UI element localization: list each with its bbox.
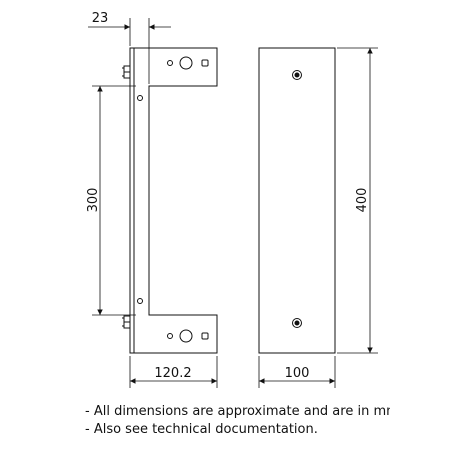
dimension-hole-spacing <box>92 85 136 316</box>
bottom-large-hole <box>179 329 193 343</box>
dimension-label-hole-spacing: 300 <box>86 188 101 213</box>
note-dimensions: - All dimensions are approximate and are… <box>85 404 390 419</box>
top-screw-icon <box>122 65 131 79</box>
dimension-flange-offset <box>88 18 171 84</box>
bottom-small-hole <box>167 333 173 339</box>
plate-front-view <box>258 47 336 354</box>
plate-outline <box>258 47 336 354</box>
bottom-square-hole <box>201 332 209 340</box>
dimension-plate-width <box>258 356 336 388</box>
top-small-hole <box>167 60 173 66</box>
dimension-label-bracket-width: 120.2 <box>154 366 191 381</box>
bottom-screw-icon <box>122 315 131 329</box>
top-square-hole <box>201 59 209 67</box>
dimension-label-plate-height: 400 <box>355 188 370 213</box>
dimension-label-flange-offset: 23 <box>92 11 109 26</box>
dimension-plate-height <box>337 47 378 354</box>
top-large-hole <box>179 56 193 70</box>
plate-top-screw-icon <box>292 70 302 80</box>
plate-bottom-screw-icon <box>292 318 302 328</box>
dimension-bracket-width <box>129 356 218 388</box>
note-documentation: - Also see technical documentation. <box>85 422 318 437</box>
bracket-side-view <box>122 47 218 354</box>
bracket-outline <box>129 47 218 354</box>
web-hole-top <box>137 95 143 101</box>
notes-block: - All dimensions are approximate and are… <box>85 403 390 439</box>
dimension-label-plate-width: 100 <box>285 366 310 381</box>
web-hole-bottom <box>137 298 143 304</box>
